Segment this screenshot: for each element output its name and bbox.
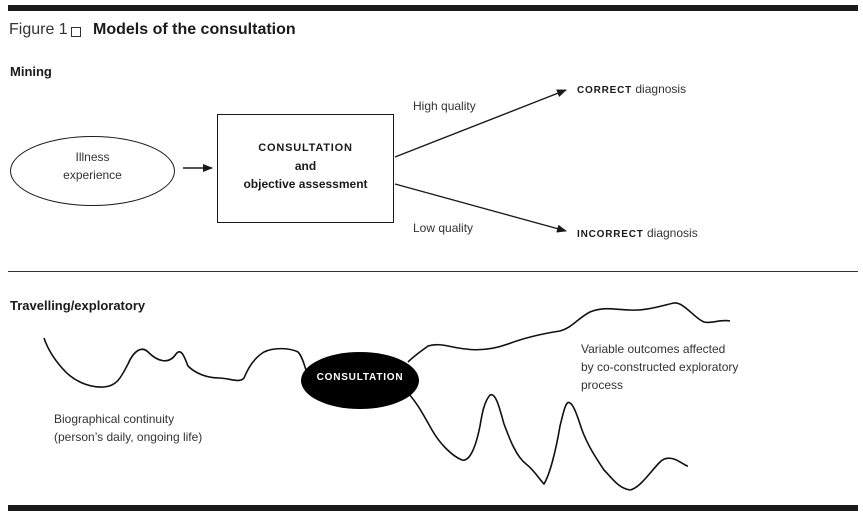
consultation-node bbox=[301, 352, 419, 409]
incorrect-diagnosis-label: INCORRECT diagnosis bbox=[577, 226, 698, 240]
mining-section-label: Mining bbox=[10, 64, 52, 79]
illness-experience-label: Illness experience bbox=[63, 150, 122, 182]
consultation-box bbox=[217, 114, 394, 223]
consultation-box-label: CONSULTATION and objective assessment bbox=[243, 142, 368, 191]
low-quality-arrow bbox=[394, 183, 567, 233]
figure-label: Figure 1 bbox=[9, 21, 68, 38]
variable-outcomes-lower-line bbox=[407, 392, 689, 491]
top-rule bbox=[8, 5, 858, 11]
high-quality-arrow bbox=[394, 89, 567, 158]
figure-title: Models of the consultation bbox=[93, 21, 296, 38]
travelling-section-label: Travelling/exploratory bbox=[10, 298, 146, 313]
consultation-node-label: CONSULTATION bbox=[316, 372, 404, 383]
variable-outcomes-upper-line bbox=[407, 302, 731, 363]
correct-diagnosis-label: CORRECT diagnosis bbox=[577, 82, 687, 96]
section-divider bbox=[8, 271, 858, 272]
variable-outcomes-label: Variable outcomes affected by co-constru… bbox=[581, 342, 739, 392]
biographical-continuity-label: Biographical continuity (person’s daily,… bbox=[54, 412, 203, 444]
figure-separator-icon bbox=[71, 27, 81, 37]
high-quality-label: High quality bbox=[413, 99, 476, 113]
biographical-continuity-line bbox=[43, 337, 307, 388]
illness-experience-node bbox=[10, 136, 175, 206]
bottom-rule bbox=[8, 505, 858, 511]
low-quality-label: Low quality bbox=[413, 221, 474, 235]
